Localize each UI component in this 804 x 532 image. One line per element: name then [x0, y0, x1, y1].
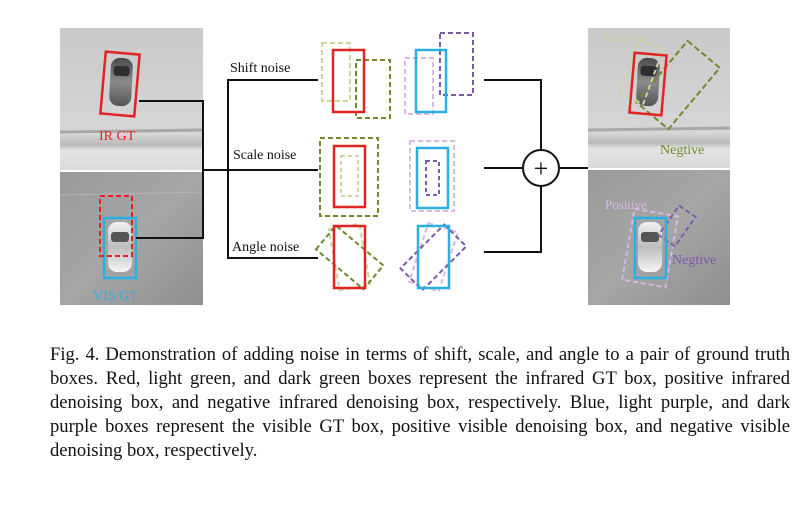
scale-noise-ir-boxes	[319, 137, 379, 217]
ir-positive-box	[321, 42, 351, 102]
vis-positive-box	[620, 207, 680, 289]
shift-noise-ir-boxes	[321, 42, 391, 119]
ir-gt-box	[331, 48, 366, 114]
angle-noise-ir-boxes	[314, 222, 385, 292]
figure-caption: Fig. 4.Demonstration of adding noise in …	[50, 343, 790, 463]
scale-noise-label: Scale noise	[233, 148, 296, 163]
input-connectors	[136, 79, 318, 259]
ir-negative-label: Negtive	[660, 143, 704, 158]
shift-noise-label: Shift noise	[230, 61, 290, 76]
ir-gt-box-on-vis	[99, 195, 133, 257]
shift-noise-vis-boxes	[404, 32, 474, 115]
combine-symbol: +	[534, 154, 549, 183]
vis-positive-box	[404, 57, 434, 115]
vis-gt-label: VIS GT	[93, 289, 138, 304]
combine-plus-icon: +	[522, 149, 560, 187]
vis-car	[108, 222, 132, 272]
ir-gt-box	[628, 51, 668, 117]
caption-text: Demonstration of adding noise in terms o…	[50, 344, 790, 461]
vis-negative-box	[399, 223, 468, 292]
ir-positive-box	[340, 155, 359, 197]
ir-gt-box	[332, 224, 367, 290]
ir-negative-box	[355, 59, 391, 119]
ir-car	[109, 57, 133, 107]
ir-input-image: IR GT	[59, 28, 204, 170]
ir-gt-box	[332, 144, 367, 209]
ir-gt-label: IR GT	[99, 129, 136, 144]
ir-negative-box	[314, 224, 385, 291]
noise-demonstration-figure: IR GT VIS GT Shift noise Scale noise Ang…	[59, 28, 731, 305]
output-connectors	[484, 79, 588, 253]
ir-positive-label: Positive	[603, 30, 645, 45]
vis-gt-box	[416, 224, 451, 290]
angle-noise-label: Angle noise	[232, 240, 299, 255]
vis-positive-box	[409, 140, 455, 212]
ir-gt-box	[99, 50, 141, 118]
vis-positive-box	[407, 221, 460, 293]
vis-gt-box	[414, 48, 448, 114]
ir-negative-box	[319, 137, 379, 217]
vis-positive-label: Positive	[605, 197, 647, 212]
vis-input-image: VIS GT	[59, 172, 204, 305]
angle-noise-vis-boxes	[399, 221, 468, 293]
vis-gt-box	[102, 216, 138, 280]
vis-gt-box	[415, 146, 450, 210]
vis-gt-box	[633, 216, 668, 280]
figure-number: Fig. 4.	[50, 344, 100, 365]
vis-negative-box	[425, 160, 440, 196]
ir-output-image: Positive Negtive	[587, 28, 731, 168]
vis-output-image: Positive Negtive	[588, 170, 730, 305]
vis-negative-box	[439, 32, 474, 96]
vis-negative-label: Negtive	[672, 253, 716, 268]
scale-noise-vis-boxes	[409, 140, 455, 212]
